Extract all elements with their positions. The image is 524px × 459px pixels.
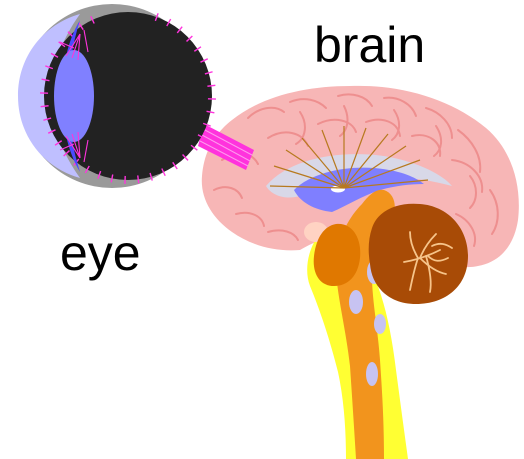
- eye-tick: [138, 175, 139, 183]
- eye-label: eye: [60, 228, 141, 278]
- eye-illustration: [18, 4, 216, 188]
- eye-tick: [207, 85, 215, 86]
- brain-label: brain: [314, 20, 425, 70]
- lens: [54, 50, 94, 142]
- brain-illustration: [202, 86, 519, 459]
- eye-tick: [41, 106, 49, 107]
